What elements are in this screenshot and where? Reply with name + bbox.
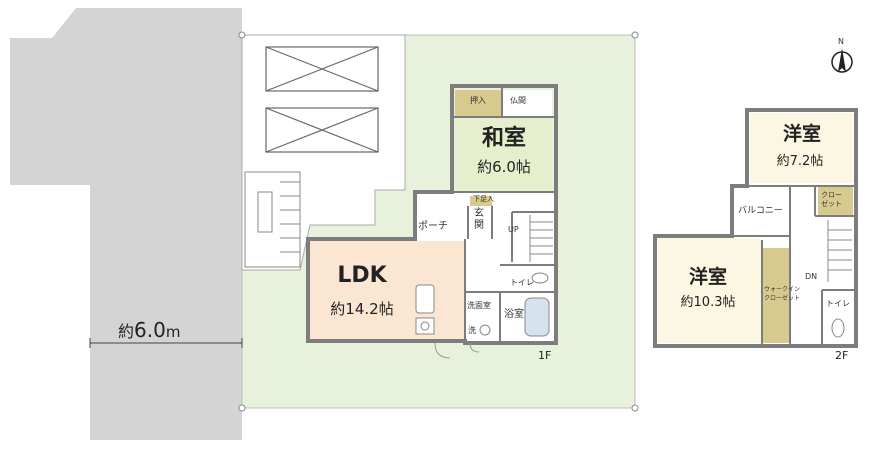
floor2-label: 2F <box>835 349 849 362</box>
porch-label: ポーチ <box>418 221 448 232</box>
genkan-label: 玄 関 <box>474 208 484 231</box>
yokushitsu-label: 浴室 <box>504 309 524 320</box>
youshitsu-small-room <box>750 113 853 183</box>
youshitsu-large-name: 洋室 <box>688 266 728 288</box>
ldk-area: 約14.2帖 <box>330 300 394 318</box>
toilet-label-1f: トイレ <box>510 278 534 287</box>
youshitsu-large-room <box>658 238 761 343</box>
closet-label-2f: クロー ゼット <box>821 191 842 208</box>
road-width-unit: m <box>165 323 181 341</box>
floor2-building <box>653 108 858 348</box>
road-width-prefix: 約 <box>118 322 135 341</box>
butsuma-label: 仏間 <box>510 96 526 105</box>
oshiire-label: 押入 <box>470 96 486 105</box>
outdoor-steps <box>244 171 301 268</box>
compass-icon <box>831 48 853 73</box>
parking-space-1 <box>265 46 379 92</box>
shitaire-label: 下足入 <box>473 195 494 203</box>
road-area <box>10 8 242 440</box>
lot-corner-markers <box>238 31 639 412</box>
butsuma-space <box>502 90 552 117</box>
balcony-label: バルコニー <box>738 206 783 216</box>
youshitsu-large-area: 約10.3帖 <box>680 295 736 310</box>
walkin-closet <box>763 248 789 343</box>
road-width-label: 約6.0m <box>118 320 180 340</box>
parking-space-2 <box>265 107 379 153</box>
floor1-building <box>306 84 558 359</box>
compass-label: N <box>838 37 844 46</box>
senmenshitsu-label: 洗面室 <box>467 301 491 310</box>
toilet-label-2f: トイレ <box>826 299 850 308</box>
washitsu-name: 和室 <box>481 126 527 151</box>
floor1-label: 1F <box>538 349 552 362</box>
closet-2f <box>818 187 853 215</box>
youshitsu-small-name: 洋室 <box>782 123 822 145</box>
sentaku-label: 洗 <box>468 326 476 335</box>
youshitsu-small-area: 約7.2帖 <box>776 154 824 169</box>
ldk-name: LDK <box>337 263 387 288</box>
road-width-dimension <box>89 338 243 348</box>
road-width-value: 6.0 <box>134 318 166 342</box>
oshiire-closet <box>455 90 502 117</box>
dn-label-2f: DN <box>805 272 818 281</box>
washitsu-area: 約6.0帖 <box>477 158 531 176</box>
ldk-room <box>310 241 465 341</box>
up-label-1f: UP <box>508 225 519 234</box>
walkin-closet-label: ウォークイン クローゼット <box>764 286 801 302</box>
washitsu-room <box>455 117 552 192</box>
